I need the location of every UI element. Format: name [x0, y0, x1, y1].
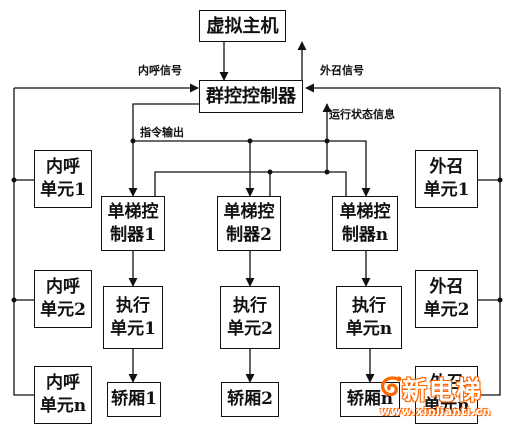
- elevator-controller-1: 单梯控 制器1: [101, 196, 165, 251]
- outer-call-unit-n: 外召 单元n: [415, 366, 478, 424]
- group-controller-node: 群控控制器: [199, 80, 303, 113]
- inner-call-unit-n: 内呼 单元n: [34, 366, 92, 424]
- watermark: 新电梯 www.xinlianti.cn: [376, 371, 512, 429]
- command-output-label: 指令输出: [140, 126, 184, 139]
- command-output-line: [128, 103, 212, 197]
- running-status-label: 运行状态信息: [329, 108, 395, 121]
- virtual-host-node: 虚拟主机: [199, 10, 286, 42]
- inner-call-unit-2: 内呼 单元2: [34, 270, 92, 328]
- swirl-logo-icon: [381, 376, 402, 397]
- execution-unit-2: 执行 单元2: [220, 286, 280, 349]
- watermark-url: www.xinlianti.cn: [380, 405, 492, 418]
- execution-unit-n: 执行 单元n: [336, 286, 402, 349]
- execution-unit-1: 执行 单元1: [103, 286, 163, 349]
- watermark-title: 新电梯: [402, 376, 484, 405]
- outer-call-bus: [478, 88, 501, 396]
- car-1: 轿厢1: [107, 382, 161, 417]
- inner-call-signal-label: 内呼信号: [138, 64, 182, 77]
- outer-call-unit-1: 外召 单元1: [415, 150, 478, 208]
- outer-call-unit-2: 外召 单元2: [415, 270, 478, 328]
- outer-call-signal-label: 外召信号: [320, 64, 364, 77]
- elevator-controller-2: 单梯控 制器2: [217, 196, 281, 251]
- elevator-controller-n: 单梯控 制器n: [332, 196, 398, 251]
- car-2: 轿厢2: [221, 382, 279, 417]
- inner-call-bus: [13, 88, 34, 396]
- inner-call-unit-1: 内呼 单元1: [34, 150, 92, 208]
